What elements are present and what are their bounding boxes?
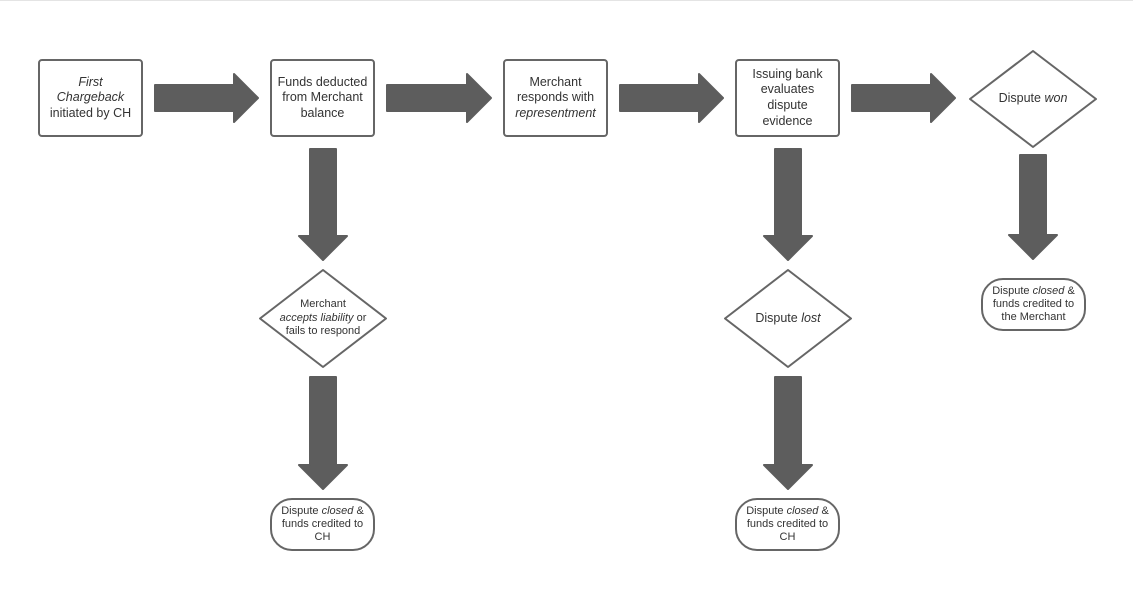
closed-merchant-node: Dispute closed & funds credited to the M…: [981, 278, 1086, 331]
arrow-right-2: [386, 73, 492, 123]
closed-merchant-line3: the Merchant: [1001, 311, 1066, 324]
closed-ch-right-node: Dispute closed & funds credited to CH: [735, 498, 840, 551]
arrow-down-4: [763, 376, 813, 490]
dispute-lost-italic: lost: [801, 310, 821, 325]
funds-deducted-node: Funds deducted from Merchant balance: [270, 59, 375, 137]
merchant-accepts-line2-suffix: or: [356, 311, 367, 324]
arrow-down-5: [1008, 154, 1058, 260]
closed-ch-left-prefix: Dispute: [281, 504, 319, 517]
arrow-down-2: [298, 376, 348, 490]
dispute-won-prefix: Dispute: [998, 91, 1041, 106]
diamond-shape: [259, 269, 387, 368]
closed-merchant-prefix: Dispute: [992, 284, 1030, 297]
closed-ch-left-line3: CH: [314, 531, 331, 544]
issuing-bank-text: Issuing bank evaluates dispute evidence: [752, 66, 823, 128]
arrow-right-1: [154, 73, 259, 123]
closed-ch-right-suffix: &: [821, 504, 829, 517]
closed-ch-left-italic: closed: [321, 504, 354, 517]
closed-merchant-line2: funds credited to: [992, 297, 1075, 310]
arrow-down-1: [298, 148, 348, 261]
diamond-shape: [724, 269, 852, 368]
first-chargeback-line1: First: [78, 74, 103, 89]
closed-ch-right-prefix: Dispute: [746, 504, 784, 517]
merchant-accepts-node: Merchant accepts liability or fails to r…: [258, 268, 388, 369]
merchant-responds-node: Merchant responds with representment: [503, 59, 608, 137]
closed-ch-left-line2: funds credited to: [281, 517, 364, 530]
dispute-won-node: Dispute won: [968, 49, 1098, 149]
dispute-lost-node: Dispute lost: [723, 268, 853, 369]
closed-ch-right-line2: funds credited to: [746, 517, 829, 530]
dispute-won-italic: won: [1044, 91, 1068, 106]
closed-ch-left-suffix: &: [356, 504, 364, 517]
closed-merchant-italic: closed: [1032, 284, 1065, 297]
merchant-accepts-line1: Merchant: [300, 297, 346, 310]
diamond-shape: [969, 50, 1097, 148]
merchant-responds-line1: Merchant responds with: [516, 74, 595, 105]
arrow-right-4: [851, 73, 956, 123]
first-chargeback-line2: Chargeback: [56, 90, 125, 105]
issuing-bank-node: Issuing bank evaluates dispute evidence: [735, 59, 840, 137]
arrow-down-3: [763, 148, 813, 261]
funds-deducted-text: Funds deducted from Merchant balance: [277, 74, 368, 120]
arrow-right-3: [619, 73, 724, 123]
merchant-responds-line2: representment: [515, 105, 596, 120]
dispute-lost-prefix: Dispute: [755, 310, 798, 325]
closed-ch-right-line3: CH: [779, 531, 796, 544]
merchant-accepts-line3: fails to respond: [285, 325, 361, 338]
closed-merchant-suffix: &: [1067, 284, 1075, 297]
closed-ch-right-italic: closed: [786, 504, 819, 517]
first-chargeback-node: First Chargeback initiated by CH: [38, 59, 143, 137]
merchant-accepts-line2-italic: accepts liability: [279, 311, 354, 324]
closed-ch-left-node: Dispute closed & funds credited to CH: [270, 498, 375, 551]
first-chargeback-line3: initiated by CH: [49, 105, 132, 120]
